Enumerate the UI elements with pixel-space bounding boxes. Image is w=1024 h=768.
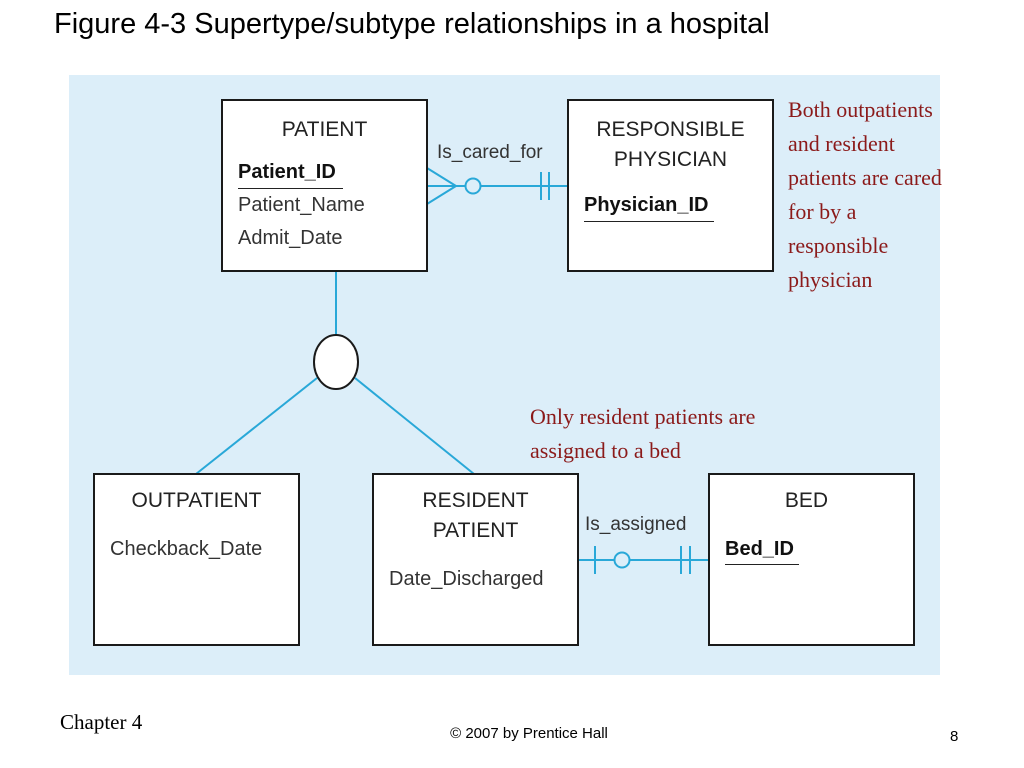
is-assigned-label: Is_assigned — [585, 514, 687, 535]
footer-chapter: Chapter 4 — [60, 710, 143, 734]
footer-copyright: © 2007 by Prentice Hall — [450, 725, 608, 742]
is-cared-for-label: Is_cared_for — [437, 142, 543, 163]
patient-id-underline — [238, 188, 343, 189]
physician-id-attr: Physician_ID — [584, 194, 709, 216]
date-discharged-attr: Date_Discharged — [389, 568, 544, 590]
subtype-circle — [313, 334, 359, 390]
physician-entity: RESPONSIBLE PHYSICIAN Physician_ID — [567, 99, 774, 272]
patient-entity-name: PATIENT — [281, 118, 368, 141]
optional-circle-resident — [613, 551, 631, 569]
checkback-date-attr: Checkback_Date — [110, 538, 263, 560]
resident-patient-entity: RESIDENT PATIENT Date_Discharged — [372, 473, 579, 646]
outpatient-entity-name: OUTPATIENT — [131, 489, 262, 512]
patient-id-attr: Patient_ID — [238, 161, 336, 183]
bed-id-underline — [725, 564, 799, 565]
page-number: 8 — [950, 728, 959, 745]
admit-date-attr: Admit_Date — [238, 227, 343, 249]
physician-note: Both outpatients and resident patients a… — [788, 97, 942, 292]
subtype-line-resident — [354, 377, 475, 475]
optional-circle-patient — [464, 177, 482, 195]
physician-id-underline — [584, 221, 714, 222]
outpatient-entity: OUTPATIENT Checkback_Date — [93, 473, 300, 646]
subtype-line-outpatient — [195, 377, 318, 475]
bed-entity-name: BED — [784, 489, 828, 512]
crowfoot-bottom — [426, 185, 457, 205]
patient-name-attr: Patient_Name — [238, 194, 365, 216]
slide-title: Figure 4-3 Supertype/subtype relationshi… — [54, 8, 770, 40]
bed-note: Only resident patients are assigned to a… — [530, 404, 756, 463]
bed-id-attr: Bed_ID — [725, 538, 794, 560]
physician-entity-name: RESPONSIBLE PHYSICIAN — [596, 118, 745, 171]
patient-entity: PATIENT Patient_ID Patient_Name Admit_Da… — [221, 99, 428, 272]
resident-patient-entity-name: RESIDENT PATIENT — [422, 489, 529, 542]
crowfoot-top — [426, 167, 457, 187]
bed-entity: BED Bed_ID — [708, 473, 915, 646]
